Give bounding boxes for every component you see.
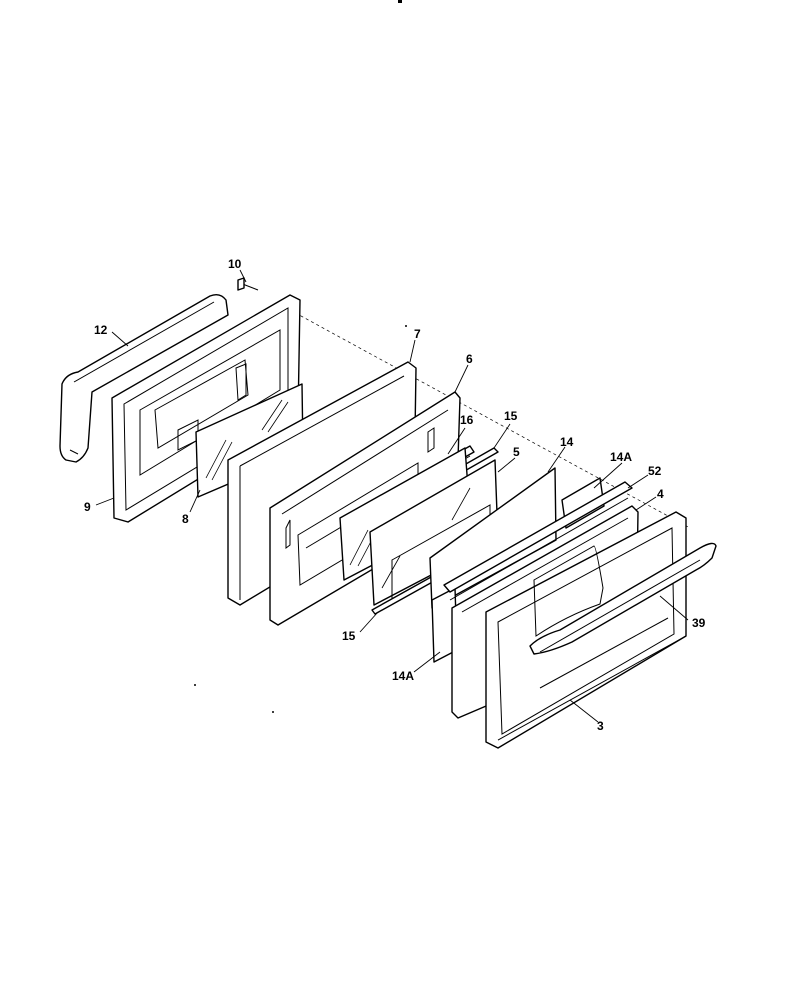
- callout-14a-top: 14A: [610, 450, 632, 464]
- scan-mark: [272, 711, 274, 713]
- callout-39: 39: [692, 616, 706, 630]
- callout-52: 52: [648, 464, 662, 478]
- callout-12: 12: [94, 323, 108, 337]
- leader-lines: [95, 269, 689, 723]
- callout-6: 6: [466, 352, 473, 366]
- callout-4: 4: [657, 487, 664, 501]
- door-gasket-part-12: [59, 293, 229, 463]
- callout-labels: 10 12 7 6 16 15 5 14 14A 52 4 9 8 15 39 …: [84, 257, 706, 733]
- door-handle-part-39: [529, 542, 717, 655]
- callout-16: 16: [460, 413, 474, 427]
- callout-9: 9: [84, 500, 91, 514]
- callout-14: 14: [560, 435, 574, 449]
- scan-mark: [398, 0, 402, 3]
- scan-mark: [194, 684, 196, 686]
- callout-15-bottom: 15: [342, 629, 356, 643]
- callout-3: 3: [597, 719, 604, 733]
- scan-mark: [405, 325, 407, 327]
- callout-14a-bottom: 14A: [392, 669, 414, 683]
- callout-5: 5: [513, 445, 520, 459]
- callout-10: 10: [228, 257, 242, 271]
- callout-15-top: 15: [504, 409, 518, 423]
- callout-7: 7: [414, 327, 421, 341]
- callout-8: 8: [182, 512, 189, 526]
- glass-spacer-part-14: [429, 467, 557, 609]
- retainer-strip-part-52: [443, 481, 633, 601]
- screw-part-10: [237, 277, 259, 291]
